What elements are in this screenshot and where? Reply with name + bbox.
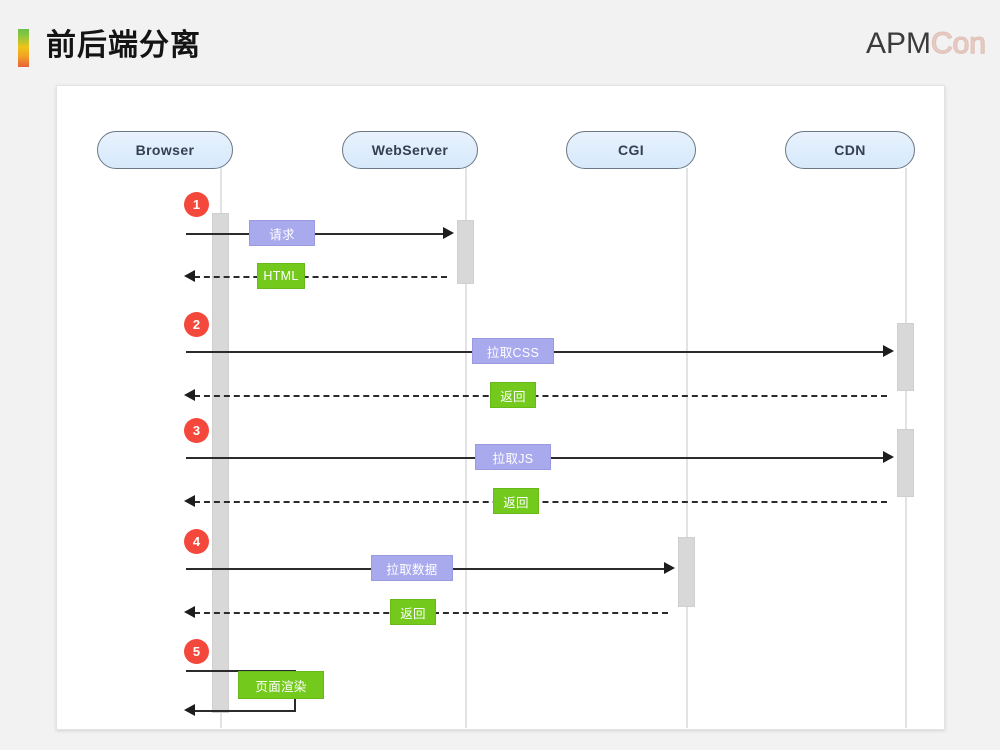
activation-webserver <box>457 220 474 284</box>
message-label-response-2: 返回 <box>490 382 536 408</box>
message-line-request-1 <box>186 233 447 235</box>
message-line-response-3 <box>194 501 887 503</box>
sequence-diagram: Browser WebServer CGI CDN 1 请求 HTML 2 <box>57 86 946 731</box>
message-text-response-1: HTML <box>263 269 299 283</box>
message-text-response-3: 返回 <box>503 495 529 510</box>
step-badge-3: 3 <box>184 418 209 443</box>
arrow-head-response-2 <box>184 389 195 401</box>
participant-label-cdn: CDN <box>834 142 866 158</box>
message-label-self-5: 页面渲染 <box>238 671 324 699</box>
message-line-response-2 <box>194 395 887 397</box>
participant-webserver[interactable]: WebServer <box>342 131 478 169</box>
message-text-request-4: 拉取数据 <box>386 562 438 577</box>
arrow-head-request-4 <box>664 562 675 574</box>
lifeline-webserver <box>465 168 467 728</box>
logo-text-con: Con <box>930 26 987 61</box>
message-text-self-5: 页面渲染 <box>255 679 307 694</box>
apmcon-logo: APMCon <box>865 26 987 61</box>
message-label-request-1: 请求 <box>249 220 315 246</box>
participant-browser[interactable]: Browser <box>97 131 233 169</box>
logo-text-apm: APM <box>865 27 931 60</box>
arrow-head-request-3 <box>883 451 894 463</box>
step-badge-2: 2 <box>184 312 209 337</box>
step-number-3: 3 <box>192 423 201 438</box>
activation-cgi-data <box>678 537 695 607</box>
step-number-5: 5 <box>192 644 201 659</box>
arrow-head-request-1 <box>443 227 454 239</box>
message-label-response-3: 返回 <box>493 488 539 514</box>
message-text-request-1: 请求 <box>269 227 295 242</box>
step-badge-5: 5 <box>184 639 209 664</box>
step-badge-1: 1 <box>184 192 209 217</box>
activation-cdn-js <box>897 429 914 497</box>
step-number-4: 4 <box>192 534 201 549</box>
title-accent-bar <box>18 29 29 67</box>
participant-cgi[interactable]: CGI <box>566 131 696 169</box>
step-badge-4: 4 <box>184 529 209 554</box>
arrow-head-response-3 <box>184 495 195 507</box>
message-text-response-2: 返回 <box>500 389 526 404</box>
message-text-request-2: 拉取CSS <box>486 345 540 360</box>
message-label-response-4: 返回 <box>390 599 436 625</box>
arrow-head-self-5 <box>184 704 195 716</box>
message-label-request-3: 拉取JS <box>475 444 551 470</box>
participant-label-webserver: WebServer <box>371 142 449 158</box>
arrow-head-response-1 <box>184 270 195 282</box>
message-label-request-4: 拉取数据 <box>371 555 453 581</box>
activation-browser <box>212 213 229 713</box>
message-text-response-4: 返回 <box>400 606 426 621</box>
message-label-response-1: HTML <box>257 263 305 289</box>
participant-label-cgi: CGI <box>617 142 645 158</box>
arrow-head-response-4 <box>184 606 195 618</box>
step-number-1: 1 <box>192 197 201 212</box>
self-message-line-bottom-5 <box>194 710 296 712</box>
activation-cdn-css <box>897 323 914 391</box>
page-title: 前后端分离 <box>46 29 201 62</box>
lifeline-cgi <box>686 168 688 728</box>
message-line-response-1 <box>194 276 447 278</box>
message-text-request-3: 拉取JS <box>492 451 534 466</box>
step-number-2: 2 <box>192 317 201 332</box>
participant-label-browser: Browser <box>135 142 195 158</box>
participant-cdn[interactable]: CDN <box>785 131 915 169</box>
page-header: 前后端分离 APMCon <box>0 0 1000 85</box>
arrow-head-request-2 <box>883 345 894 357</box>
message-label-request-2: 拉取CSS <box>472 338 554 364</box>
slide-card: Browser WebServer CGI CDN 1 请求 HTML 2 <box>56 85 945 730</box>
